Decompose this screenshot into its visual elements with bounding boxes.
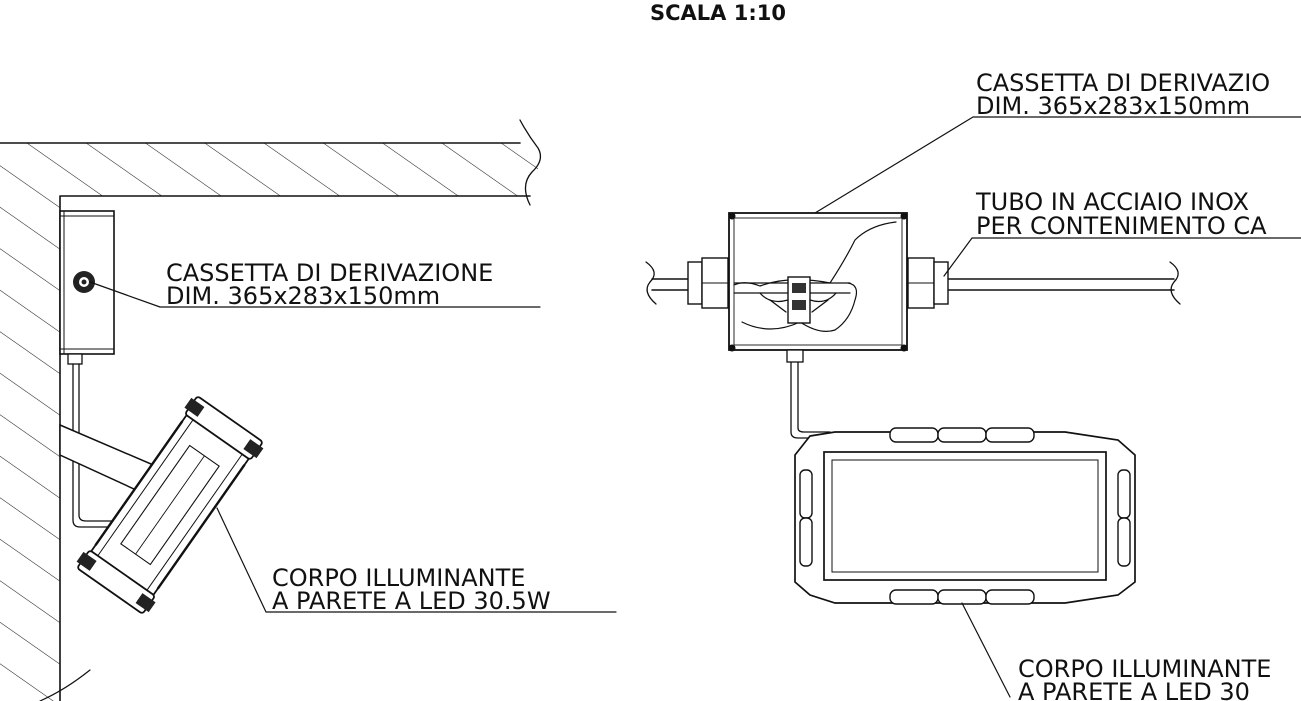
led-luminaire-side xyxy=(76,396,264,614)
steel-tube xyxy=(645,257,1181,309)
right-tube-label-line2: PER CONTENIMENTO CA xyxy=(976,212,1267,240)
junction-box-side xyxy=(59,210,115,365)
cable-left xyxy=(72,363,116,528)
left-box-label-line2: DIM. 365x283x150mm xyxy=(166,282,440,310)
right-view: CASSETTA DI DERIVAZIO DIM. 365x283x150mm… xyxy=(645,69,1301,701)
right-lamp-label-line2: A PARETE A LED 30 xyxy=(1018,678,1250,701)
left-view: CASSETTA DI DERIVAZIONE DIM. 365x283x150… xyxy=(0,119,617,701)
wall-section xyxy=(0,119,542,701)
right-tube-label-line1: TUBO IN ACCIAIO INOX xyxy=(975,188,1249,216)
right-box-label-line2: DIM. 365x283x150mm xyxy=(976,92,1250,120)
scale-title: SCALA 1:10 xyxy=(650,1,786,25)
left-lamp-label-line1: CORPO ILLUMINANTE xyxy=(272,564,525,592)
right-lamp-label-line1: CORPO ILLUMINANTE xyxy=(1018,655,1271,683)
cable-right xyxy=(790,349,831,439)
led-luminaire-front xyxy=(794,427,1136,605)
junction-box-front xyxy=(728,212,908,352)
left-box-label-line1: CASSETTA DI DERIVAZIONE xyxy=(166,259,493,287)
right-box-label-line1: CASSETTA DI DERIVAZIO xyxy=(976,69,1270,97)
left-lamp-label-line2: A PARETE A LED 30.5W xyxy=(272,587,551,615)
terminal-block-icon xyxy=(759,276,837,324)
